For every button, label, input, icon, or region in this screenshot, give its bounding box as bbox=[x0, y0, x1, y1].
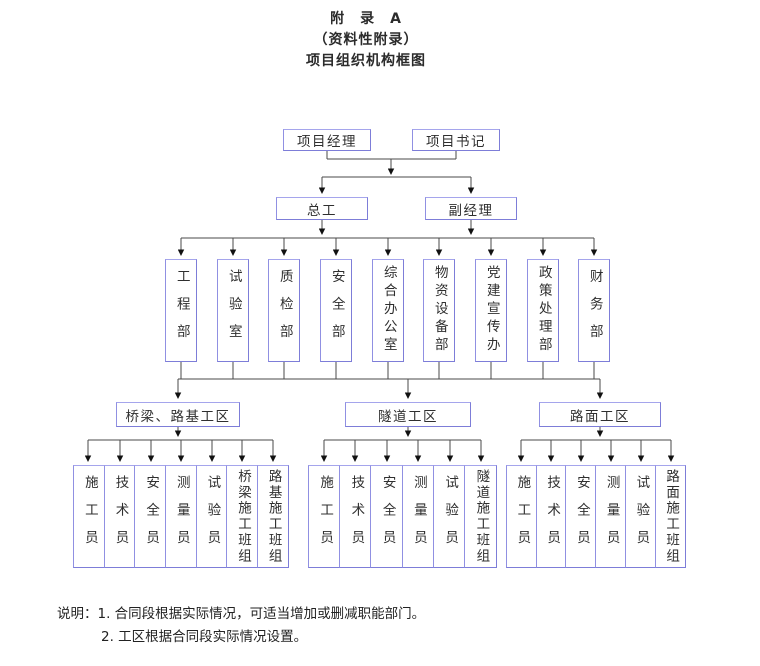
team-box: 安全员 bbox=[134, 465, 167, 568]
team-box: 技术员 bbox=[535, 465, 568, 568]
dept-box-engineering: 工程部 bbox=[165, 259, 197, 362]
notes-prefix: 说明： bbox=[57, 606, 98, 622]
team-box: 施工员 bbox=[308, 465, 341, 568]
zone-box-pavement: 路面工区 bbox=[539, 402, 661, 427]
notes: 说明：1. 合同段根据实际情况，可适当增加或删减职能部门。 2. 工区根据合同段… bbox=[57, 603, 425, 649]
team-group-pavement: 施工员 技术员 安全员 测量员 试验员 路面施工班组 bbox=[506, 465, 686, 568]
appendix-subtitle: （资料性附录） bbox=[313, 32, 419, 48]
team-box: 测量员 bbox=[164, 465, 198, 568]
team-box: 测量员 bbox=[401, 465, 435, 568]
team-box: 桥梁施工班组 bbox=[226, 465, 259, 568]
team-box: 试验员 bbox=[432, 465, 466, 568]
team-box: 隧道施工班组 bbox=[464, 465, 497, 568]
project-manager-box: 项目经理 bbox=[283, 129, 371, 151]
dept-box-materials-equipment: 物资设备部 bbox=[423, 259, 455, 362]
team-box: 施工员 bbox=[506, 465, 538, 568]
team-box: 安全员 bbox=[565, 465, 597, 568]
team-box: 路基施工班组 bbox=[256, 465, 289, 568]
dept-box-policy-handling: 政策处理部 bbox=[527, 259, 559, 362]
chart-title: 项目组织机构框图 bbox=[306, 53, 426, 69]
note-item-1: 1. 合同段根据实际情况，可适当增加或删减职能部门。 bbox=[97, 606, 426, 622]
team-group-bridge-roadbed: 施工员 技术员 安全员 测量员 试验员 桥梁施工班组 路基施工班组 bbox=[73, 465, 289, 568]
team-box: 施工员 bbox=[73, 465, 106, 568]
deputy-manager-box: 副经理 bbox=[425, 197, 517, 220]
zone-box-bridge-roadbed: 桥梁、路基工区 bbox=[116, 402, 240, 427]
note-line-1: 说明：1. 合同段根据实际情况，可适当增加或删减职能部门。 bbox=[57, 603, 425, 626]
chief-engineer-box: 总工 bbox=[276, 197, 368, 220]
note-line-2: 2. 工区根据合同段实际情况设置。 bbox=[101, 629, 308, 645]
dept-box-quality-inspection: 质检部 bbox=[268, 259, 300, 362]
appendix-title: 附 录 A bbox=[330, 11, 402, 27]
team-group-tunnel: 施工员 技术员 安全员 测量员 试验员 隧道施工班组 bbox=[308, 465, 497, 568]
zone-box-tunnel: 隧道工区 bbox=[345, 402, 471, 427]
dept-box-party-building: 党建宣传办 bbox=[475, 259, 507, 362]
team-box: 路面施工班组 bbox=[654, 465, 686, 568]
dept-box-finance: 财务部 bbox=[578, 259, 610, 362]
team-box: 安全员 bbox=[370, 465, 404, 568]
page-title: 附 录 A （资料性附录） 项目组织机构框图 bbox=[0, 9, 732, 72]
team-box: 试验员 bbox=[195, 465, 228, 568]
team-box: 测量员 bbox=[595, 465, 627, 568]
dept-box-safety: 安全部 bbox=[320, 259, 352, 362]
project-secretary-box: 项目书记 bbox=[412, 129, 500, 151]
dept-box-general-office: 综合办公室 bbox=[372, 259, 404, 362]
dept-box-laboratory: 试验室 bbox=[217, 259, 249, 362]
team-box: 技术员 bbox=[339, 465, 373, 568]
team-box: 技术员 bbox=[103, 465, 136, 568]
team-box: 试验员 bbox=[624, 465, 657, 568]
